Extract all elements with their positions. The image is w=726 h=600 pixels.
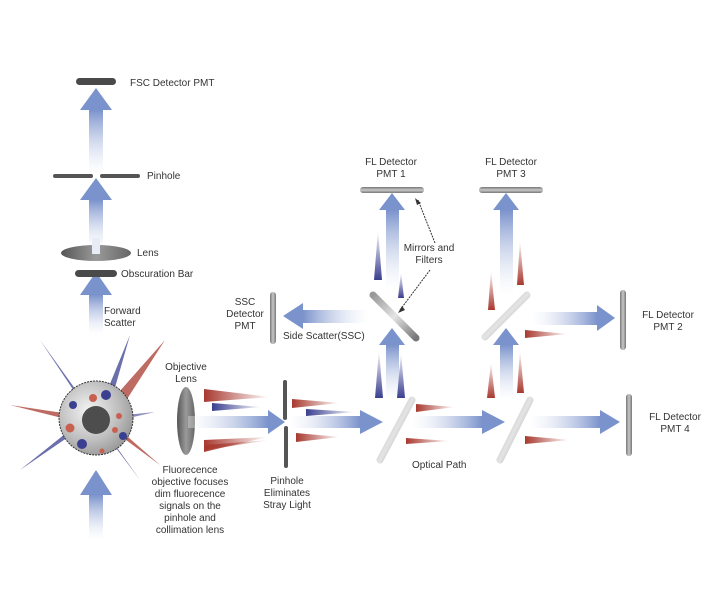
vertical-wedges: [374, 230, 524, 398]
cell: [58, 380, 134, 456]
pmt2-beam: [532, 305, 615, 331]
fl-pmt4-label: FL Detector PMT 4: [649, 412, 701, 435]
mirrors-filters-label: Mirrors and Filters: [403, 243, 455, 266]
pinhole-middle: [283, 380, 288, 468]
ssc-detector: [270, 292, 276, 344]
obscuration-bar: [75, 270, 117, 277]
pinhole-top-label: Pinhole: [147, 171, 181, 182]
objective-lens-label: Objective Lens: [165, 362, 207, 385]
fl-pmt3-detector: [479, 187, 543, 193]
optical-path-label: Optical Path: [412, 460, 467, 471]
fl-pmt3-label: FL Detector PMT 3: [485, 157, 537, 180]
mirrors-callout-lines: [398, 198, 436, 313]
ssc-detector-label: SSC Detector PMT: [226, 297, 264, 332]
side-scatter-label: Side Scatter(SSC): [283, 331, 365, 342]
forward-scatter-beam: [80, 88, 112, 540]
pinhole-top: [53, 174, 140, 178]
fl-pmt4-detector: [626, 394, 632, 456]
fluorescence-beam: [188, 410, 620, 434]
fl-pmt1-detector: [360, 187, 424, 193]
fl-pmt2-detector: [620, 290, 626, 350]
lens-top-label: Lens: [137, 248, 159, 259]
side-scatter-beam: [283, 303, 368, 329]
fl-pmt2-label: FL Detector PMT 2: [642, 310, 694, 333]
fsc-detector-label: FSC Detector PMT: [130, 78, 215, 89]
fl-pmt1-label: FL Detector PMT 1: [365, 157, 417, 180]
obscuration-bar-label: Obscuration Bar: [121, 269, 194, 280]
objective-lens: [177, 387, 195, 455]
mirrors: [369, 291, 534, 464]
vertical-branch-beams: [379, 193, 519, 400]
fluorescence-wedges: [204, 330, 570, 452]
fluorescence-note: Fluorecence objective focuses dim fluore…: [151, 465, 229, 536]
fsc-detector: [76, 78, 116, 85]
pinhole-note: Pinhole Eliminates Stray Light: [263, 476, 311, 511]
forward-scatter-label: Forward Scatter: [104, 306, 141, 329]
